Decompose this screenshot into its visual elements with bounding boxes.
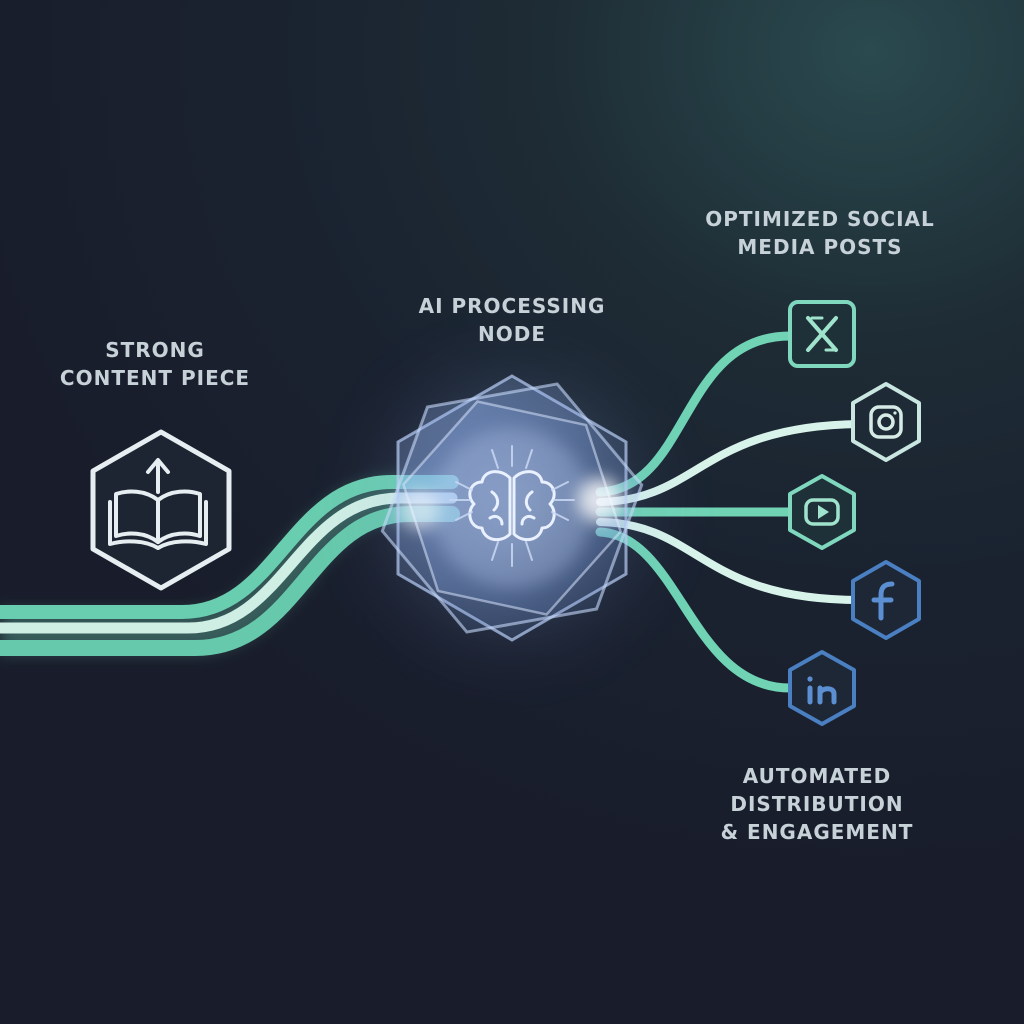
youtube-icon	[804, 498, 840, 526]
ai-processing-node	[342, 338, 682, 678]
outputs-label-line1: OPTIMIZED SOCIAL	[705, 207, 935, 231]
brain-circuit-icon	[449, 445, 575, 567]
source-node	[90, 429, 232, 591]
platform-x[interactable]	[788, 300, 856, 368]
outputs-label-line2: MEDIA POSTS	[737, 235, 903, 259]
outputs-label: OPTIMIZED SOCIAL MEDIA POSTS	[690, 205, 950, 261]
platform-facebook[interactable]	[851, 560, 921, 640]
linkedin-icon	[807, 676, 837, 705]
open-book-upload-icon	[108, 458, 208, 550]
platform-youtube[interactable]	[788, 474, 856, 550]
source-label-line1: STRONG	[105, 338, 205, 362]
ai-node-label-line1: AI PROCESSING	[418, 294, 606, 318]
distribution-label-line3: & ENGAGEMENT	[720, 820, 914, 844]
facebook-icon	[871, 581, 895, 621]
platform-instagram[interactable]	[851, 382, 921, 462]
distribution-label-line1: AUTOMATED	[742, 764, 892, 788]
platform-linkedin[interactable]	[788, 650, 856, 726]
instagram-icon	[869, 405, 903, 439]
distribution-label-line2: DISTRIBUTION	[730, 792, 904, 816]
source-label: STRONG CONTENT PIECE	[40, 336, 270, 392]
x-logo-icon	[806, 316, 838, 352]
distribution-label: AUTOMATED DISTRIBUTION & ENGAGEMENT	[700, 762, 934, 846]
source-label-line2: CONTENT PIECE	[59, 366, 251, 390]
ai-node-label: AI PROCESSING NODE	[390, 292, 634, 348]
ai-node-label-line2: NODE	[477, 322, 546, 346]
